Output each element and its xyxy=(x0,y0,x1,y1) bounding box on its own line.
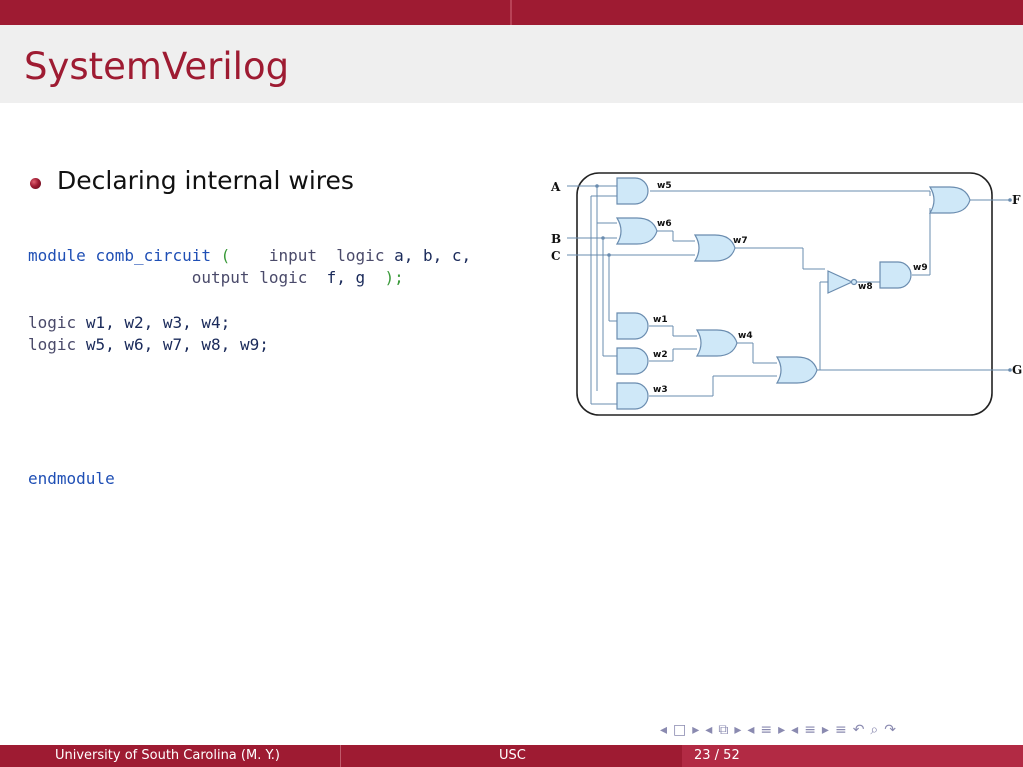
frame-icon[interactable]: □ xyxy=(673,722,689,738)
code-output-dir: output xyxy=(191,268,250,287)
and-gate-w2 xyxy=(616,347,649,375)
subsection-icon[interactable]: ≡ xyxy=(760,722,775,738)
or-gate-f xyxy=(928,186,971,214)
bullet-text: Declaring internal wires xyxy=(57,166,354,195)
nav-left-icon[interactable]: ◂ xyxy=(791,722,801,738)
title-band xyxy=(0,25,1023,103)
list-icon[interactable]: ≡ xyxy=(804,722,818,738)
nav-right-icon[interactable]: ▸ xyxy=(692,722,702,738)
junction-dot xyxy=(601,236,605,240)
not-bubble xyxy=(850,278,858,286)
code-type: logic xyxy=(28,313,77,332)
nav-left-icon[interactable]: ◂ xyxy=(660,722,670,738)
footer-institute: USC xyxy=(499,748,526,763)
output-label-g: G xyxy=(1012,363,1022,377)
undo-icon[interactable]: ↶ xyxy=(852,722,867,738)
input-label-a: A xyxy=(550,180,561,194)
nav-right-icon[interactable]: ▸ xyxy=(734,722,744,738)
nav-left-icon[interactable]: ◂ xyxy=(747,722,757,738)
code-keyword: module xyxy=(28,246,86,265)
input-label-c: C xyxy=(551,249,561,263)
code-type: logic xyxy=(259,268,308,287)
or-gate-w4 xyxy=(695,329,738,357)
bullet-icon xyxy=(30,178,41,189)
code-wires-2: w5, w6, w7, w8, w9; xyxy=(85,335,269,354)
code-module-name: comb_circuit xyxy=(95,246,212,265)
section-icon[interactable]: ⧉ xyxy=(718,722,731,738)
beamer-navigation: ◂□▸◂⧉▸◂≡▸◂≡▸≡↶⌕↷ xyxy=(660,722,902,738)
and-gate-w9 xyxy=(879,261,912,289)
or-gate-w6 xyxy=(615,217,658,245)
code-line-module: module comb_circuit ( input logic a, b, … xyxy=(28,245,471,267)
code-line-logic1: logic w1, w2, w3, w4; xyxy=(28,312,230,334)
wire-label: w3 xyxy=(653,385,668,395)
module-boundary xyxy=(576,172,993,416)
circuit-diagram: A B C F G w5 w6 w7 w9 w8 w1 w4 w2 w3 xyxy=(550,172,1022,416)
wire-label: w1 xyxy=(653,315,668,325)
nav-right-icon[interactable]: ▸ xyxy=(821,722,831,738)
wire-label: w4 xyxy=(738,331,753,341)
wire-label: w8 xyxy=(858,282,873,292)
code-inputs: a, b, c, xyxy=(394,246,472,265)
code-line-logic2: logic w5, w6, w7, w8, w9; xyxy=(28,334,269,356)
and-gate-w3 xyxy=(616,382,649,410)
footer-center-panel: USC xyxy=(340,745,681,767)
code-line-output: output logic f, g ); xyxy=(28,267,404,289)
input-label-b: B xyxy=(551,232,561,246)
or-gate-w7 xyxy=(693,234,736,262)
output-dot xyxy=(1008,198,1012,202)
code-input-dir: input xyxy=(268,246,318,265)
header-bar xyxy=(0,0,1023,25)
page-number: 23 / 52 xyxy=(694,748,740,763)
slide-title: SystemVerilog xyxy=(24,45,290,88)
wire-label: w7 xyxy=(733,236,748,246)
code-outputs: f, g xyxy=(317,268,366,287)
and-gate-w1 xyxy=(616,312,649,340)
search-icon[interactable]: ⌕ xyxy=(870,722,881,738)
menu-icon[interactable]: ≡ xyxy=(834,722,849,738)
header-divider xyxy=(510,0,512,25)
redo-icon[interactable]: ↷ xyxy=(884,722,898,738)
or-gate-g xyxy=(775,356,818,384)
output-dot xyxy=(1008,368,1012,372)
code-type: logic xyxy=(28,335,77,354)
not-gate-w8 xyxy=(827,270,854,294)
junction-dot xyxy=(607,253,611,257)
code-type: logic xyxy=(336,246,385,265)
footer-bar: University of South Carolina (M. Y.) USC… xyxy=(0,745,1023,767)
wire-label: w2 xyxy=(653,350,668,360)
wire-label: w6 xyxy=(657,219,672,229)
footer-right-panel: 23 / 52 xyxy=(682,745,1023,767)
and-gate-w5 xyxy=(616,177,649,205)
junction-dot xyxy=(595,184,599,188)
code-paren-close: ); xyxy=(384,268,404,287)
output-label-f: F xyxy=(1012,193,1021,207)
code-wires-1: w1, w2, w3, w4; xyxy=(85,313,231,332)
wire-label: w9 xyxy=(913,263,928,273)
footer-left-panel: University of South Carolina (M. Y.) xyxy=(0,745,340,767)
code-endmodule: endmodule xyxy=(28,469,115,488)
wire-label: w5 xyxy=(657,181,672,191)
footer-author: University of South Carolina (M. Y.) xyxy=(55,748,280,763)
code-paren-open: ( xyxy=(220,246,231,265)
nav-right-icon[interactable]: ▸ xyxy=(778,722,788,738)
nav-left-icon[interactable]: ◂ xyxy=(705,722,715,738)
